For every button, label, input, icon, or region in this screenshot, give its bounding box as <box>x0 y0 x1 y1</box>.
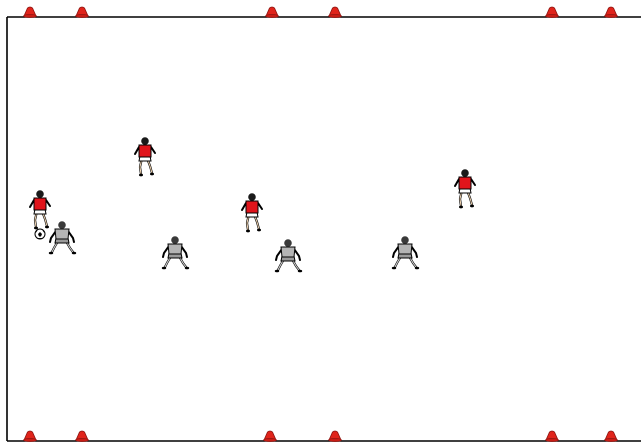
cone-bottom-3 <box>264 431 277 442</box>
defender-player-1 <box>49 221 76 254</box>
cone-top-2 <box>76 7 89 18</box>
cone-bottom-4 <box>329 431 342 442</box>
cone-bottom-1 <box>24 431 37 442</box>
cone-top-4 <box>329 7 342 18</box>
defender-player-2 <box>162 236 189 269</box>
cone-top-6 <box>605 7 618 18</box>
defender-player-4 <box>392 236 419 269</box>
field-boundary <box>7 17 641 441</box>
cones-layer <box>24 7 618 442</box>
cone-bottom-5 <box>546 431 559 442</box>
attacker-player-2 <box>135 137 155 176</box>
defender-player-3 <box>275 239 302 272</box>
attacker-with-ball <box>30 190 50 229</box>
attacker-player-4 <box>455 169 475 208</box>
cone-bottom-2 <box>76 431 89 442</box>
ball-layer <box>35 229 45 239</box>
attacker-player-3 <box>242 193 262 232</box>
defenders-layer <box>49 221 419 272</box>
soccer-ball-icon <box>35 229 45 239</box>
cone-top-1 <box>24 7 37 18</box>
cone-top-3 <box>266 7 279 18</box>
attackers-layer <box>30 137 475 232</box>
cone-bottom-6 <box>605 431 618 442</box>
cone-top-5 <box>546 7 559 18</box>
